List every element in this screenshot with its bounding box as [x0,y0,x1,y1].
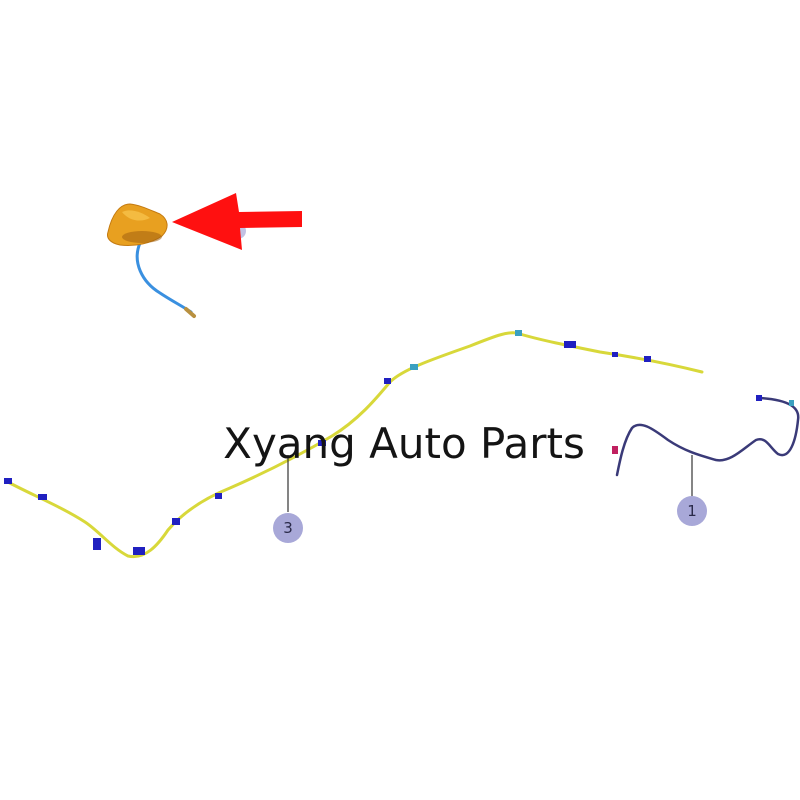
harness-clip [410,364,418,370]
antenna-connector [184,307,196,318]
red-arrow-icon [172,193,302,250]
callout-3: 3 [273,455,303,543]
harness-clip [93,538,101,550]
harness-clip [564,341,576,348]
antenna-part [107,203,196,318]
watermark-text: Xyang Auto Parts [223,419,585,468]
antenna-cable [135,241,193,314]
antenna-base [122,231,162,243]
harness-clip [133,547,145,555]
harness-clip [318,440,326,446]
harness-clip [215,493,222,499]
callout-3-label: 3 [283,519,293,537]
harness-clip [612,352,618,357]
harness-long [4,330,704,559]
harness-clip [172,518,180,525]
harness-clip [644,356,651,362]
harness-short-connector [789,400,794,406]
harness-clip [384,378,391,384]
harness-clip [38,494,47,500]
callout-1: 1 [677,455,707,526]
antenna-highlight [122,210,150,221]
callout-3-bubble [273,513,303,543]
harness-clip [515,330,522,336]
callout-1-label: 1 [687,502,697,520]
callout-1-bubble [677,496,707,526]
harness-short-connector [612,446,618,454]
harness-long-wire [4,331,704,559]
harness-short-wire [615,396,800,477]
harness-short-connector [756,395,762,401]
harness-short [612,395,800,477]
harness-clip [4,478,12,484]
